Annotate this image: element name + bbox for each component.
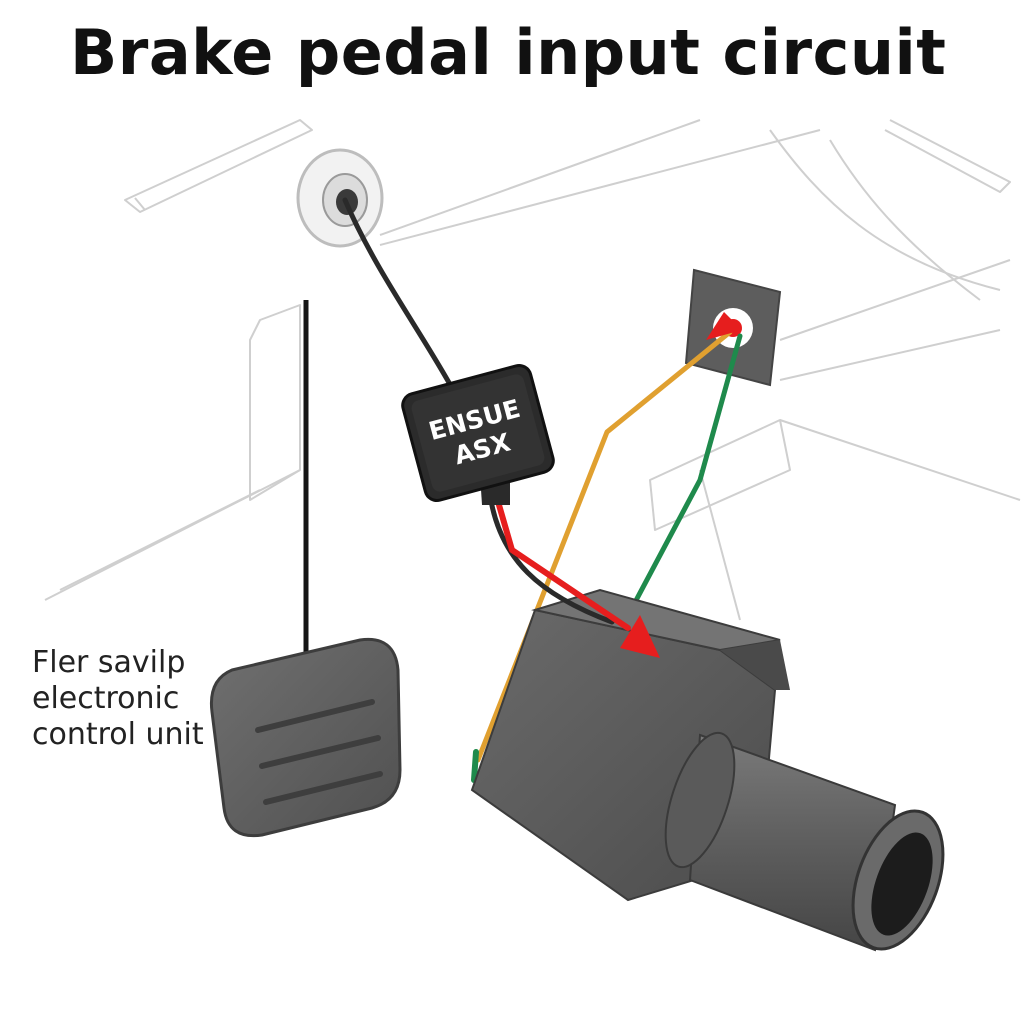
red-wire [494,495,631,631]
black-wire-lower [487,492,615,625]
background-sketch [44,119,1021,621]
ecu-side-label: Fler savilp electronic control unit [32,645,204,753]
firewall-grommet [296,148,384,248]
control-module: ENSUE ASX [401,363,555,505]
diagram-title: Brake pedal input circuit [70,16,947,89]
red-arrow-icon-upper [706,312,742,340]
red-arrow-icon [620,615,660,658]
black-wire-upper [342,197,455,391]
side-label-line3: control unit [32,717,204,752]
green-wire [629,333,743,611]
side-label-line2: electronic [32,681,180,716]
side-label-line1: Fler savilp [32,645,186,680]
sensor-outlet-tube [664,731,945,952]
green-wire-stub [471,749,479,783]
brake-pedal [209,637,402,838]
